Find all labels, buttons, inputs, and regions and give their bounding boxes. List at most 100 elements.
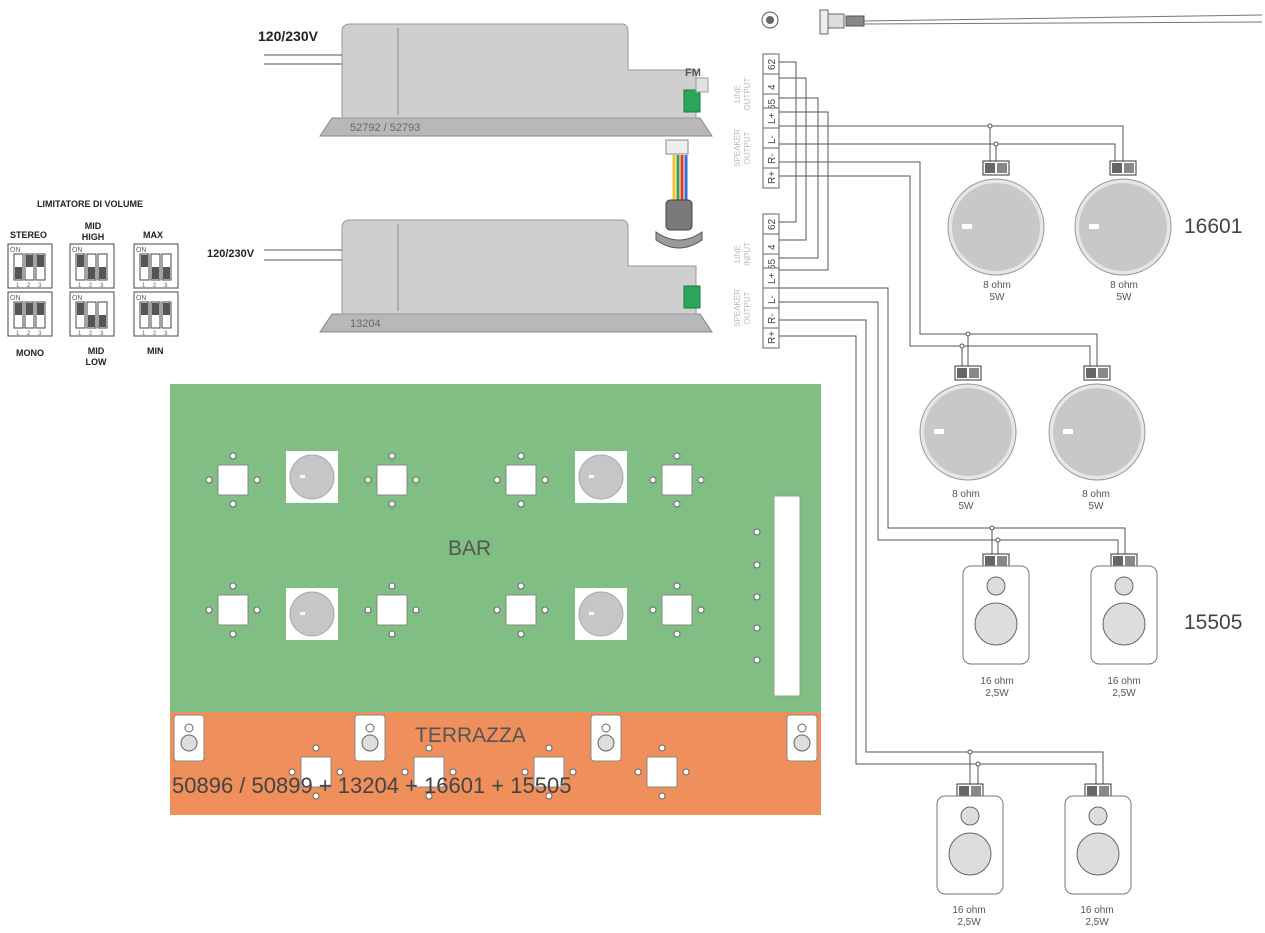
bar-light-5-lamp <box>253 606 261 614</box>
terrazza-speaker-woofer <box>361 734 379 752</box>
speaker-output-lower-pin-box <box>762 327 780 349</box>
speaker-output-upper-label: SPEAKER <box>733 129 742 167</box>
speaker-5-woofer <box>974 602 1018 646</box>
bar-light-2-lamp <box>412 476 420 484</box>
bar-light-8 <box>661 594 693 626</box>
bar-light-3-lamp <box>541 476 549 484</box>
terrazza-light-2-lamp <box>425 744 433 752</box>
bar-light-5-lamp <box>205 606 213 614</box>
terrazza-speaker-tweeter <box>797 723 807 733</box>
terrazza-light-1-lamp <box>312 744 320 752</box>
terrazza-light-3-lamp <box>545 792 553 800</box>
bar-light-1-lamp <box>229 452 237 460</box>
bar-light-4-lamp <box>673 500 681 508</box>
bar-speaker-3-grille <box>289 591 335 637</box>
speaker-4-terminal-plus <box>1086 368 1096 378</box>
dip-max-switch-knob-1 <box>141 255 148 267</box>
wire-junction <box>975 761 981 767</box>
speaker-output-upper-pin-label: R+ <box>767 171 778 184</box>
terrazza-light-4 <box>646 756 678 788</box>
dip-min-switch-num: 2 <box>153 331 157 337</box>
speaker-output-upper-pin-label: L- <box>767 135 778 144</box>
lower-unit <box>264 219 713 333</box>
speaker-7-woofer <box>948 832 992 876</box>
dip-stereo-switch-knob-2 <box>26 255 33 267</box>
dip-mid-high-switch-knob-2 <box>88 267 95 279</box>
dip-mid-low-switch-num: 3 <box>100 331 104 337</box>
dip-mono-on-label: ON <box>10 295 21 302</box>
speaker-3-badge <box>934 429 944 434</box>
bar-speaker-1-badge <box>300 475 305 478</box>
terrazza-speaker-tweeter <box>365 723 375 733</box>
wire-2 <box>779 77 807 241</box>
wire-3 <box>779 97 819 259</box>
dip-label-max: MAX <box>143 230 163 240</box>
fm-label: FM <box>685 67 701 79</box>
bar-speaker-4-badge <box>589 612 594 615</box>
wire-5 <box>779 125 1124 162</box>
speaker-1-terminal-minus <box>997 163 1007 173</box>
dip-max-on-label: ON <box>136 247 147 254</box>
bar-light-2-lamp <box>364 476 372 484</box>
wire-10 <box>779 175 1091 368</box>
terrazza-light-3-lamp <box>545 744 553 752</box>
speaker-8-terminal-plus <box>1087 786 1097 796</box>
dip-mid-high-switch-num: 1 <box>78 283 82 289</box>
bar-light-1-lamp <box>253 476 261 484</box>
dip-mono-switch-knob-1 <box>15 303 22 315</box>
dip-max-switch-knob-2 <box>152 267 159 279</box>
bar-light-8-lamp <box>673 582 681 590</box>
speaker-output-lower-label: SPEAKER <box>733 289 742 327</box>
terrazza-speaker-tweeter <box>601 723 611 733</box>
terminal-blocks: 6246566LINEOUTPUTL+L-R-R+SPEAKEROUTPUT62… <box>733 53 780 349</box>
speaker-output-upper-pin-box <box>762 167 780 189</box>
dip-max-switch-num: 3 <box>164 283 168 289</box>
wire-junction <box>967 749 973 755</box>
dip-max-switch-num: 1 <box>142 283 146 289</box>
line-output-pin-label: 65 <box>767 98 778 110</box>
wire-1 <box>779 61 797 223</box>
limiter-title: LIMITATORE DI VOLUME <box>37 199 143 209</box>
speaker-8-tweeter <box>1088 806 1108 826</box>
speaker-output-lower-pin-label: L- <box>767 295 778 304</box>
dip-mid-low-switch-knob-2 <box>88 315 95 327</box>
terrazza-light-4-lamp <box>658 792 666 800</box>
wire-6 <box>779 143 1116 162</box>
terrazza-speaker-woofer <box>180 734 198 752</box>
bar-light-5-lamp <box>229 582 237 590</box>
dip-mid-low-switch-num: 2 <box>89 331 93 337</box>
terrazza-speaker-tweeter <box>184 723 194 733</box>
speaker-5-tweeter <box>986 576 1006 596</box>
bar-speaker-2-grille <box>578 454 624 500</box>
bar-light-8-lamp <box>673 630 681 638</box>
speaker-1-grille <box>952 183 1040 271</box>
speaker-wiring <box>779 61 1126 786</box>
bar-speaker-3-badge <box>300 612 305 615</box>
dip-mid-high-on-label: ON <box>72 247 83 254</box>
dip-min-switch-knob-3 <box>163 303 170 315</box>
line-input-label: LINE <box>733 245 742 263</box>
wire-9 <box>779 161 1098 368</box>
bar-speaker-2-badge <box>589 475 594 478</box>
speaker-4-grille <box>1053 388 1141 476</box>
wire-junction <box>995 537 1001 543</box>
speaker-1-badge <box>962 224 972 229</box>
dip-stereo-switch-num: 3 <box>38 283 42 289</box>
line-input-pin-label: 65 <box>767 258 778 270</box>
dip-stereo-on-label: ON <box>10 247 21 254</box>
wire-18 <box>779 335 1097 786</box>
dip-min-on-label: ON <box>136 295 147 302</box>
wire-13 <box>779 287 1126 554</box>
speaker-group <box>919 160 1172 895</box>
speaker-output-upper-pin-label: R- <box>767 153 778 164</box>
dip-mid-low-on-label: ON <box>72 295 83 302</box>
dip-mono-switch-num: 2 <box>27 331 31 337</box>
terrazza-light-1-lamp <box>336 768 344 776</box>
terrazza-light-4-lamp <box>658 744 666 752</box>
dip-min-switch-knob-2 <box>152 303 159 315</box>
terrazza-area <box>170 712 821 815</box>
